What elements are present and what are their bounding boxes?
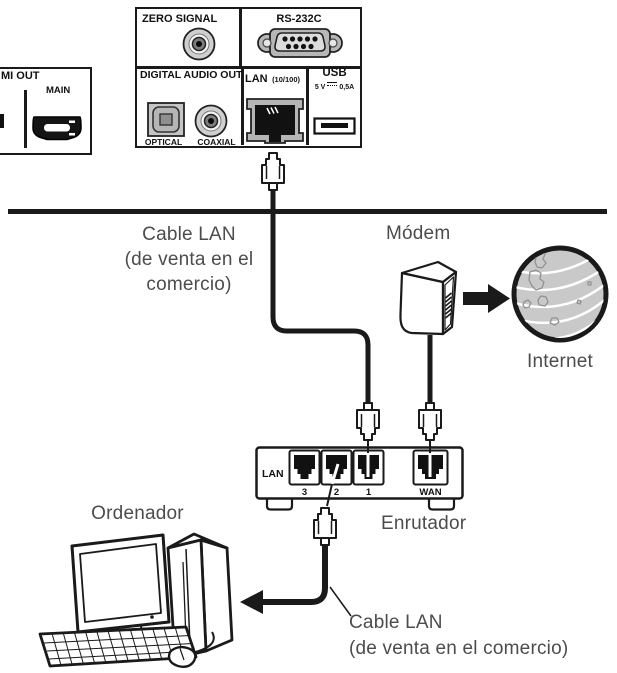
cable-lan-top-label: Cable LAN (de venta en el comercio)	[108, 222, 270, 297]
hdmi-main-label: MAIN	[46, 85, 71, 96]
router-port-1	[352, 449, 385, 486]
cable-lan-bottom-line1: Cable LAN	[349, 612, 443, 633]
modem-illustration	[399, 260, 458, 336]
cable-lan-bottom-label: Cable LAN (de venta en el comercio)	[349, 610, 568, 662]
rs232c-connector-icon	[257, 28, 343, 58]
rj45-plug-icon	[261, 152, 285, 191]
usb-label: USB	[322, 67, 347, 79]
cable-lan-top-line3: comercio)	[146, 274, 232, 295]
optical-coaxial-labels: OPTICAL COAXIAL	[137, 137, 243, 147]
cable-lan-bottom-line2: (de venta en el comercio)	[349, 638, 569, 659]
rj45-plug-icon	[356, 402, 380, 441]
coaxial-jack-icon	[194, 104, 228, 138]
hdmi-out-label: MI OUT	[1, 70, 40, 82]
router-port-2	[320, 449, 353, 486]
rj45-plug-icon	[418, 402, 442, 441]
lan-speed-label: (10/100)	[272, 75, 300, 84]
zero-signal-jack-icon	[182, 27, 216, 61]
router-wan-label: WAN	[419, 487, 441, 498]
usb-power-rating: 5 V 0,5A	[307, 82, 362, 91]
rear-panel: ZERO SIGNAL RS-232C DIGITAL AUDIO OUT	[135, 7, 362, 148]
lan-jack-icon	[246, 98, 304, 144]
router-foot	[427, 496, 456, 511]
panel-divider	[137, 66, 360, 69]
rs232c-label: RS-232C	[276, 13, 322, 25]
modem-label: Módem	[386, 223, 451, 244]
usb-power-prefix: 5 V	[314, 84, 326, 91]
router-port-3-label: 3	[302, 487, 307, 498]
coaxial-label: COAXIAL	[197, 137, 236, 147]
internet-label: Internet	[526, 351, 594, 372]
router-port-1-label: 1	[366, 487, 372, 498]
computer-illustration	[38, 532, 234, 669]
lan-header: LAN (10/100)	[245, 69, 300, 87]
usb-power-suffix: 0,5A	[339, 84, 355, 91]
hdmi-port-icon	[32, 116, 82, 141]
hdmi-out-panel: MI OUT MAIN	[0, 67, 92, 155]
dc-power-icon	[327, 82, 338, 88]
usb-port-icon	[313, 117, 356, 135]
cable-lan-top-line2: (de venta en el	[124, 249, 254, 270]
rj45-plug-icon	[313, 507, 337, 546]
arrow-to-internet-icon	[463, 284, 510, 313]
arrow-to-computer-icon	[240, 590, 263, 614]
cut-connector-fragment	[0, 114, 4, 128]
router-port-wan	[412, 449, 449, 486]
panel-divider	[24, 90, 27, 148]
digital-audio-out-label: DIGITAL AUDIO OUT	[140, 69, 243, 81]
router-label: Enrutador	[381, 513, 467, 534]
plug-wires	[326, 439, 432, 507]
optical-jack-icon	[147, 102, 185, 137]
lan-label: LAN	[245, 73, 268, 85]
callout-line	[329, 586, 352, 617]
router-port-3	[288, 449, 321, 486]
lan-cable-receiver-to-router	[270, 190, 371, 404]
router-lan-label: LAN	[262, 468, 284, 480]
internet-globe-icon	[511, 245, 609, 343]
router-foot	[265, 496, 294, 511]
router-port-2-label: 2	[334, 487, 339, 498]
computer-label: Ordenador	[91, 503, 184, 524]
panel-divider	[241, 66, 244, 145]
zero-signal-label: ZERO SIGNAL	[142, 13, 218, 25]
optical-label: OPTICAL	[144, 137, 183, 147]
cable-lan-top-line1: Cable LAN	[142, 224, 236, 245]
separator-line	[8, 209, 607, 214]
router-illustration: LAN 3 2 1 WAN	[255, 439, 464, 511]
panel-divider	[306, 66, 309, 145]
lan-cable-router-to-computer	[240, 544, 328, 614]
panel-divider	[239, 9, 242, 66]
